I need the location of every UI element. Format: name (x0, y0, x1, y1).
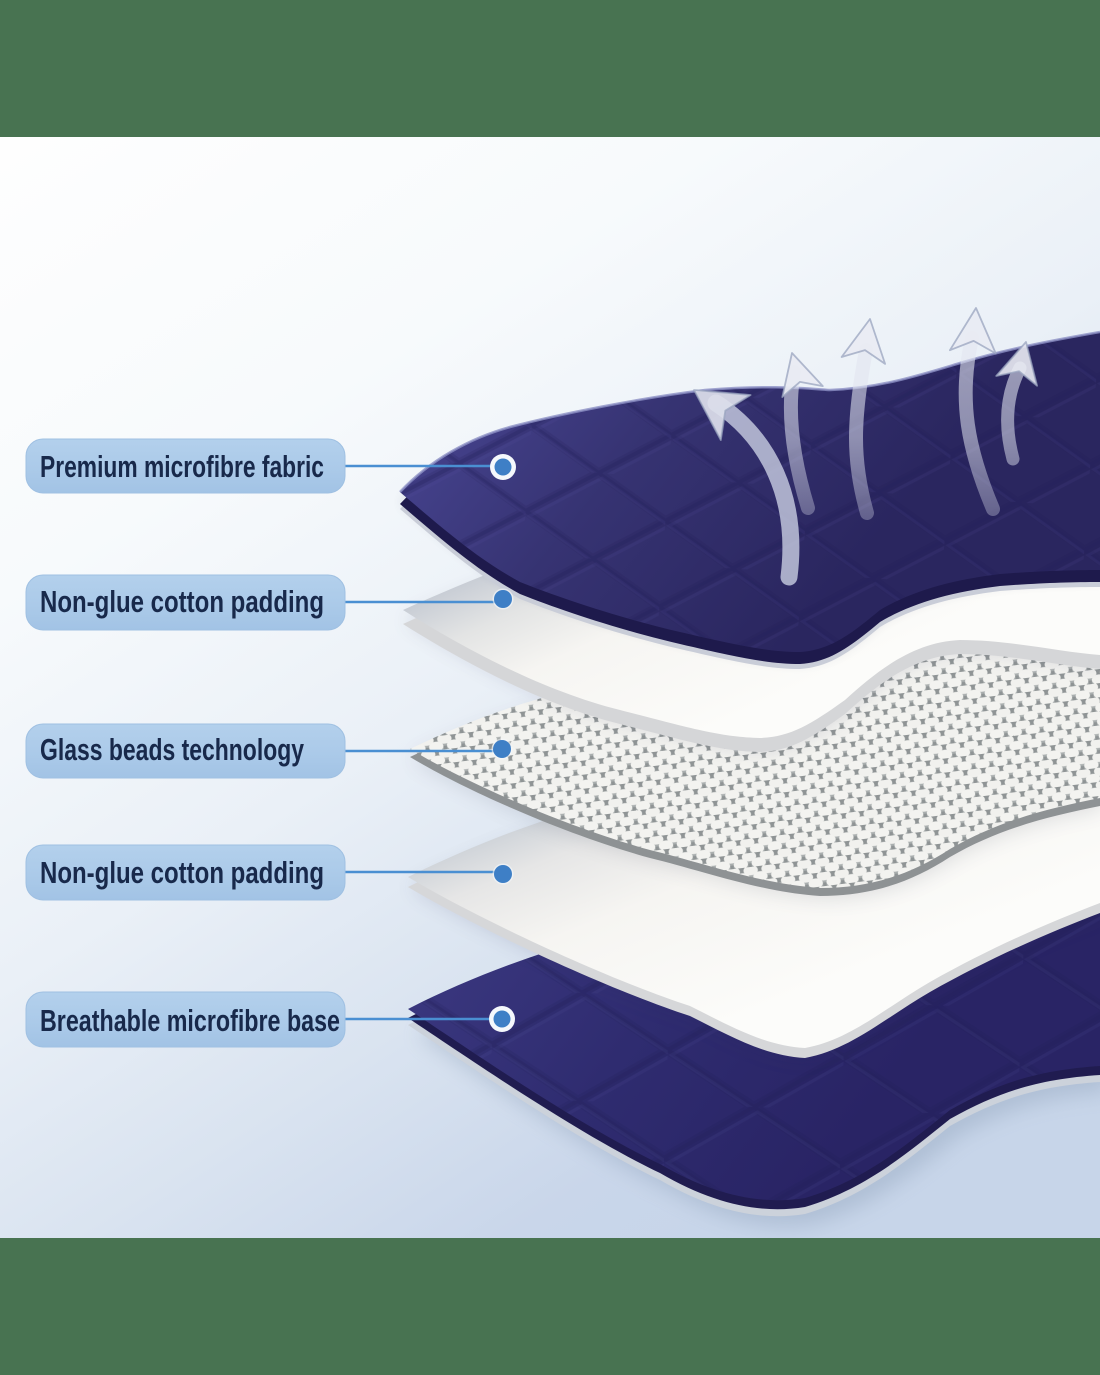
svg-text:Breathable microfibre base: Breathable microfibre base (40, 1003, 340, 1038)
svg-text:Premium microfibre fabric: Premium microfibre fabric (40, 449, 324, 484)
svg-text:Non-glue cotton padding: Non-glue cotton padding (40, 855, 324, 890)
svg-text:Glass beads technology: Glass beads technology (40, 732, 305, 767)
svg-text:Non-glue cotton padding: Non-glue cotton padding (40, 584, 324, 619)
